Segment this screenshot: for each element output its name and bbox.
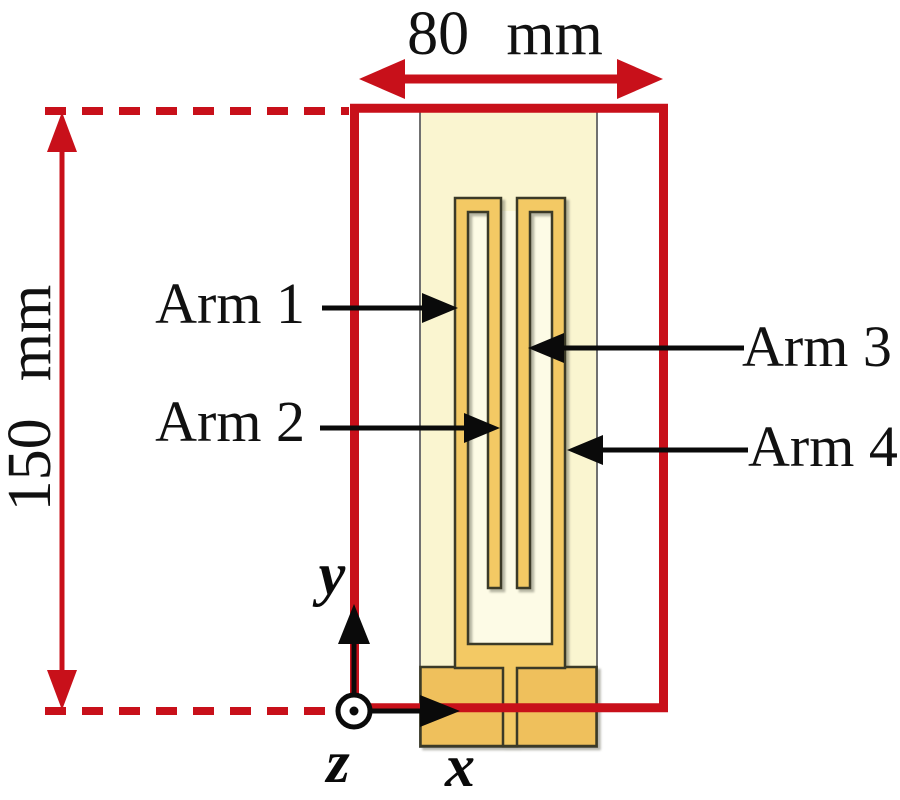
z-axis-label: z: [324, 729, 350, 795]
arrow-right-icon: [464, 413, 500, 443]
outer-boundary-rect: [350, 103, 668, 713]
arrow-left-icon: [528, 333, 564, 363]
arrow-up-icon: [338, 604, 370, 644]
z-axis-out-of-plane-icon: [335, 692, 373, 730]
arrow-right-icon: [420, 695, 460, 727]
arrow-down-icon: [47, 670, 77, 710]
arrow-right-icon: [422, 293, 458, 323]
arrow-up-icon: [47, 112, 77, 152]
height-dimension-label: 150 mm: [0, 285, 64, 512]
arm1-label: Arm 1: [155, 271, 305, 336]
width-dimension-arrow: [359, 59, 663, 99]
arrow-left-icon: [359, 59, 405, 99]
meander-trace: [453, 196, 567, 748]
y-axis-label: y: [313, 541, 346, 607]
arm1-pointer: [322, 293, 458, 323]
arrow-right-icon: [617, 59, 663, 99]
arm-callouts: Arm 1 Arm 2 Arm 3 Arm 4: [155, 271, 898, 479]
arm2-label: Arm 2: [155, 389, 305, 454]
arm2-pointer: [320, 413, 500, 443]
coordinate-axes: y z x: [313, 541, 475, 799]
y-axis: [338, 604, 370, 708]
arm3-pointer: [528, 333, 744, 363]
dimension-annotations: 150 mm 80 mm: [0, 0, 663, 715]
arm4-label: Arm 4: [748, 414, 898, 479]
height-dimension-arrow: [47, 112, 77, 710]
arm3-label: Arm 3: [742, 314, 892, 379]
width-dimension-label: 80 mm: [407, 0, 603, 68]
x-axis-label: x: [444, 733, 475, 799]
arrow-left-icon: [567, 435, 603, 465]
arm4-pointer: [567, 435, 748, 465]
